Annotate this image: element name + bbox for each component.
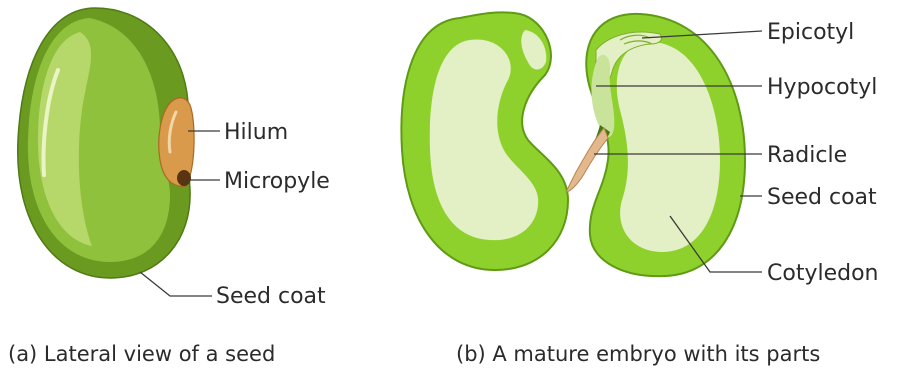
micropyle-shape [177,170,191,186]
label-hilum: Hilum [224,120,288,145]
label-micropyle: Micropyle [224,169,330,194]
label-radicle: Radicle [767,143,847,168]
label-seed-coat-b: Seed coat [767,185,877,210]
label-seed-coat-a: Seed coat [216,284,326,309]
label-epicotyl: Epicotyl [767,20,854,45]
label-hypocotyl: Hypocotyl [767,75,877,100]
panel-b-embryo: Epicotyl Hypocotyl Radicle Seed coat Cot… [401,12,878,366]
panel-a-lateral-view: Hilum Micropyle Seed coat (a) Lateral vi… [8,8,330,366]
label-cotyledon: Cotyledon [767,261,878,286]
caption-b: (b) A mature embryo with its parts [456,342,820,366]
caption-a: (a) Lateral view of a seed [8,342,275,366]
seed-coat-a-leader [140,272,212,296]
